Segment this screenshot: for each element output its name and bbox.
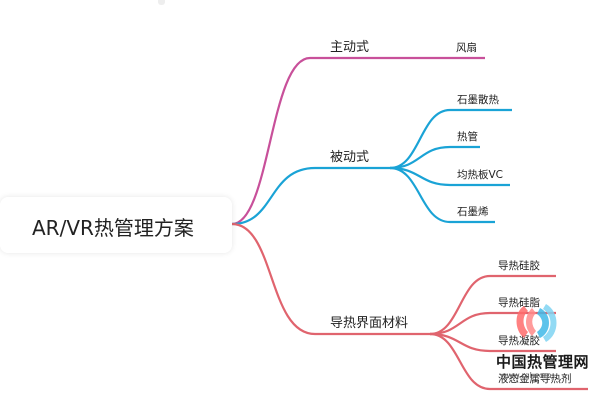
root-node[interactable] <box>0 197 232 253</box>
leaf-thermal-gel[interactable]: 导热凝胶 <box>498 335 540 347</box>
connector-passive-graphene <box>389 166 495 224</box>
leaf-thermal-silicone[interactable]: 导热硅胶 <box>498 260 540 272</box>
scroll-handle <box>158 0 165 5</box>
connector-root-active <box>231 56 395 226</box>
branch-tim-label[interactable]: 导热界面材料 <box>330 316 409 331</box>
connector-passive-vc <box>389 166 510 187</box>
root-node-label: AR/VR热管理方案 <box>32 216 194 240</box>
watermark-logo-icon <box>516 304 557 342</box>
leaf-graphene[interactable]: 石墨烯 <box>457 206 489 218</box>
connector-passive-graphite <box>389 108 512 170</box>
connector-passive-heatpipe <box>389 145 480 170</box>
watermark-brand: 中国热管理网 <box>496 353 590 371</box>
leaf-heatpipe[interactable]: 热管 <box>457 131 478 143</box>
connector-tim-grease <box>429 311 556 336</box>
leaf-liquid-metal[interactable]: 液态金属导热剂 <box>498 373 572 385</box>
connector-root-tim <box>231 222 430 336</box>
leaf-thermal-grease[interactable]: 导热硅脂 <box>498 297 540 309</box>
connector-tim-liquidmetal <box>429 332 588 391</box>
connector-tim-silicone <box>429 274 556 336</box>
connector-root-passive <box>231 166 390 226</box>
leaf-graphite[interactable]: 石墨散热 <box>457 94 499 106</box>
watermark-site: www.rgl.com <box>500 371 552 380</box>
leaf-fan[interactable]: 风扇 <box>456 42 477 54</box>
leaf-vapor-chamber[interactable]: 均热板VC <box>457 169 504 181</box>
branch-passive-label[interactable]: 被动式 <box>330 150 370 165</box>
branch-active-label[interactable]: 主动式 <box>330 40 370 55</box>
connector-tim-gel <box>429 332 556 353</box>
